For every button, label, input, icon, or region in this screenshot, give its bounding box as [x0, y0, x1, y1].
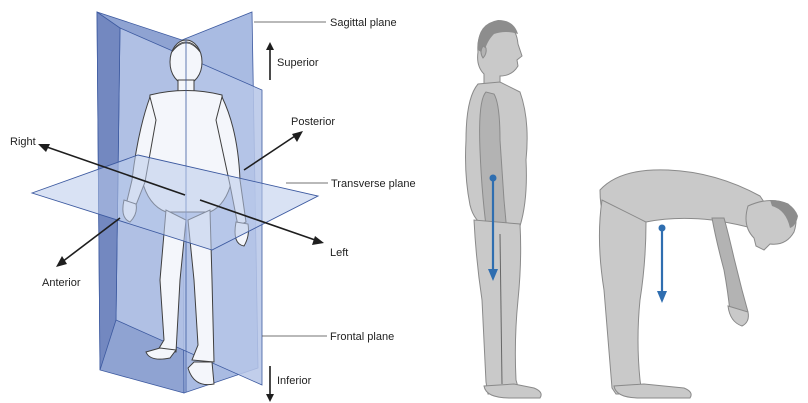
posterior-arrowhead	[292, 131, 303, 142]
bending-gravity-arrowhead	[657, 291, 667, 303]
left-arrowhead	[312, 236, 324, 245]
right-label: Right	[10, 136, 36, 148]
transverse-plane-label: Transverse plane	[331, 178, 416, 190]
posture-figures	[466, 20, 799, 398]
inferior-arrowhead	[266, 394, 274, 402]
leader-lines	[254, 22, 328, 336]
standing-center-of-gravity	[490, 175, 497, 182]
superior-arrowhead	[266, 42, 274, 50]
left-label: Left	[330, 247, 348, 259]
standing-figure	[466, 20, 542, 398]
posterior-label: Posterior	[291, 116, 335, 128]
transverse-plane	[32, 155, 318, 250]
anatomical-planes-diagram: Sagittal plane Superior Posterior Right …	[10, 12, 416, 402]
inferior-label: Inferior	[277, 375, 312, 387]
frontal-plane-label: Frontal plane	[330, 331, 394, 343]
anterior-arrowhead	[56, 256, 67, 267]
bending-center-of-gravity	[659, 225, 666, 232]
sagittal-plane-label: Sagittal plane	[330, 17, 397, 29]
bending-figure	[599, 170, 798, 398]
anterior-label: Anterior	[42, 277, 81, 289]
superior-label: Superior	[277, 57, 319, 69]
